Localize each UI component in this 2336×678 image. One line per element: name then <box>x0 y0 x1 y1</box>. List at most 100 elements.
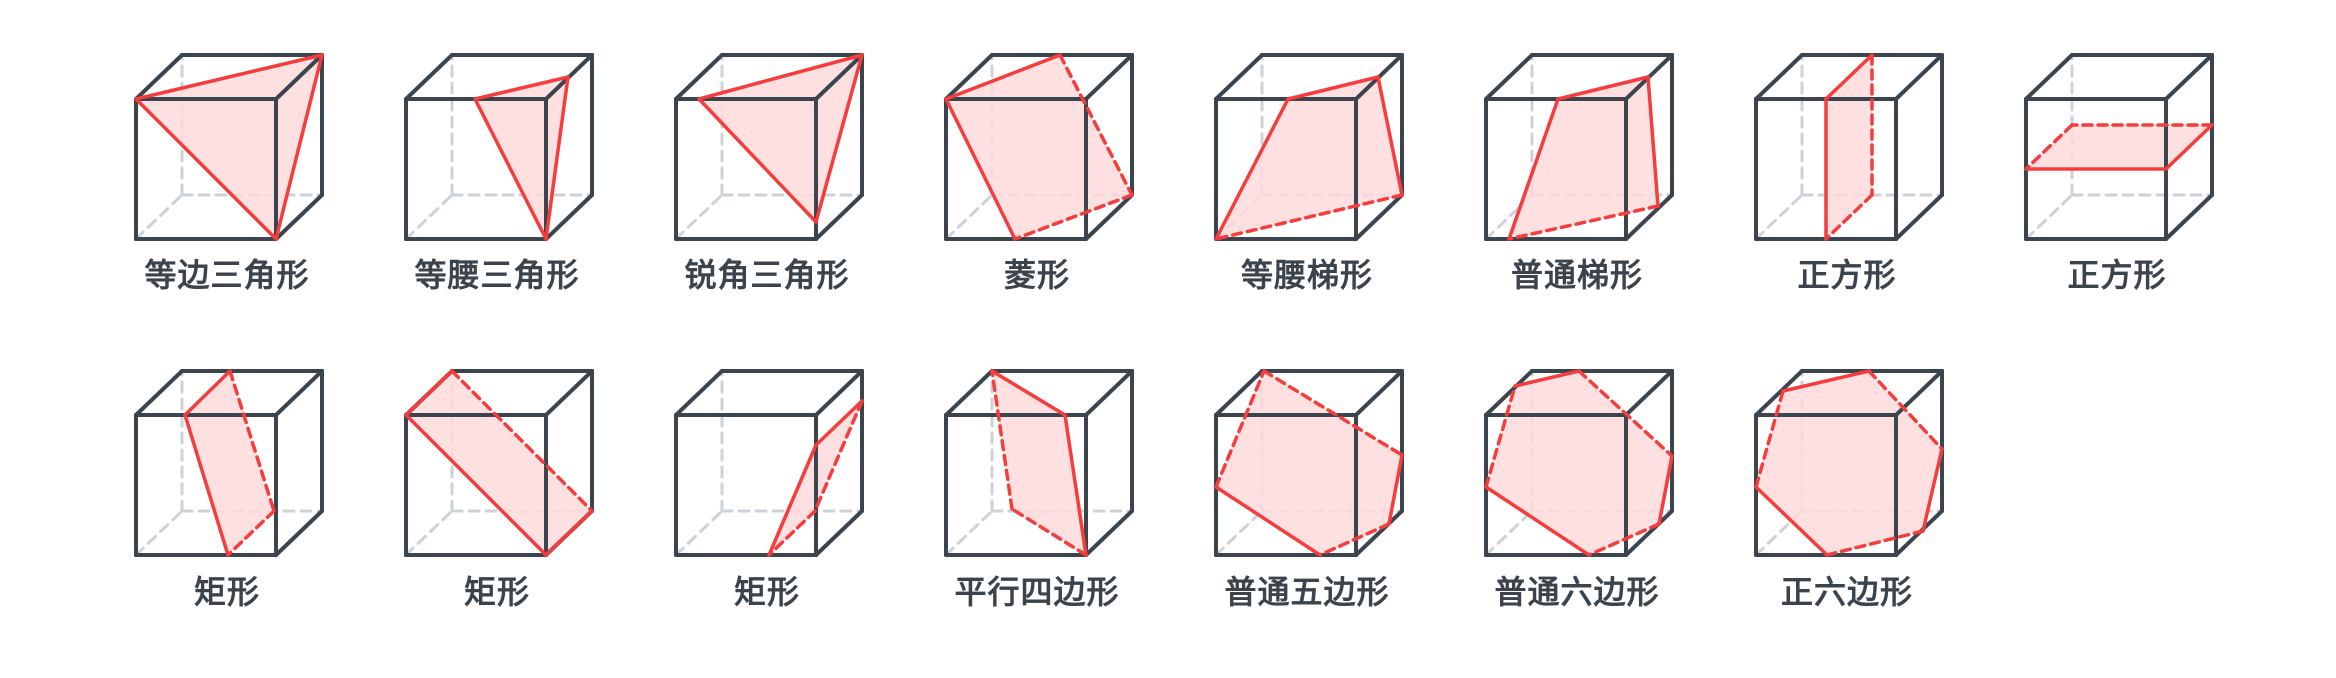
cross-section-shape <box>475 77 568 239</box>
cube-edge <box>1354 369 1404 417</box>
section-edge <box>404 413 548 557</box>
cube-edge <box>134 53 184 101</box>
cube-figure <box>674 369 864 559</box>
cube-figure <box>944 369 1134 559</box>
hidden-edge <box>944 193 994 241</box>
hidden-edge <box>674 193 724 241</box>
cube-icon <box>674 369 864 557</box>
section-edge <box>990 369 1067 417</box>
section-edge <box>1754 485 1829 557</box>
cube-figure <box>1754 53 1944 243</box>
section-hidden-edge <box>990 369 1014 511</box>
shape-label: 矩形 <box>463 573 530 611</box>
cube-edge <box>674 53 724 101</box>
section-hidden-edge <box>1214 193 1404 241</box>
cube-edge <box>404 53 454 101</box>
cube-edge <box>1214 369 1264 417</box>
cube-edge <box>274 53 324 101</box>
cube-icon <box>404 369 594 557</box>
cube-icon <box>1754 53 1944 241</box>
shape-label: 等腰梯形 <box>1240 256 1373 294</box>
shape-label: 平行四边形 <box>954 573 1120 611</box>
shape-label: 等边三角形 <box>144 256 310 294</box>
cube-icon <box>404 53 594 241</box>
section-hidden-edge <box>1058 53 1134 197</box>
section-hidden-edge <box>228 369 276 513</box>
section-hidden-edge <box>1754 389 1785 489</box>
hidden-edge <box>404 193 454 241</box>
section-hidden-edge <box>1318 522 1391 557</box>
cross-section-shape <box>2026 125 2212 169</box>
cube-icon <box>1214 53 1404 241</box>
hidden-edge <box>1214 509 1264 557</box>
cube-edge <box>134 369 184 417</box>
cross-section-shape <box>1826 55 1872 239</box>
section-edge <box>1063 413 1088 557</box>
section-edge <box>544 75 570 241</box>
section-edge <box>404 369 454 417</box>
hidden-edge <box>1484 509 1534 557</box>
cube-edge <box>2024 53 2074 101</box>
cube-edge <box>1354 193 1404 241</box>
section-edge <box>544 509 594 557</box>
shape-label: 矩形 <box>733 573 800 611</box>
section-hidden-edge <box>1825 529 1925 557</box>
cube-edge <box>814 53 864 101</box>
cube-edge <box>1754 369 1804 417</box>
cube-figure <box>404 53 594 243</box>
section-hidden-edge <box>1262 369 1404 457</box>
section-edge <box>1921 447 1944 533</box>
cube-icon <box>674 53 864 241</box>
cube-edge <box>1624 193 1674 241</box>
section-edge <box>944 97 1017 241</box>
cube-icon <box>2024 53 2214 241</box>
shape-label: 菱形 <box>1003 256 1070 294</box>
cube-edge <box>944 369 994 417</box>
cube-edge <box>1484 369 1534 417</box>
cube-icon <box>1484 369 1674 557</box>
cube-icon <box>1214 369 1404 557</box>
section-hidden-edge <box>1507 204 1660 241</box>
section-edge <box>1376 75 1404 197</box>
cube-figure <box>1484 369 1674 559</box>
section-edge <box>1556 75 1650 101</box>
cross-section-shape <box>1509 77 1658 239</box>
cube-figure <box>674 53 864 243</box>
cube-edge <box>544 193 594 241</box>
cube-edge <box>544 369 594 417</box>
shape-label: 普通五边形 <box>1224 573 1390 611</box>
cube-icon <box>944 369 1134 557</box>
section-edge <box>1824 53 1874 101</box>
cube-edge <box>1894 193 1944 241</box>
cube-icon <box>134 369 324 557</box>
cube-edge <box>1354 509 1404 557</box>
cube-edge <box>1214 53 1264 101</box>
section-edge <box>473 75 570 101</box>
section-edge <box>183 413 230 557</box>
section-hidden-edge <box>1484 384 1517 489</box>
section-edge <box>944 53 1062 101</box>
hidden-edge <box>404 509 454 557</box>
shape-label: 锐角三角形 <box>684 256 850 294</box>
cube-edge <box>944 53 994 101</box>
cube-icon <box>944 53 1134 241</box>
section-edge <box>134 53 324 101</box>
section-edge <box>814 399 864 447</box>
section-hidden-edge <box>226 509 276 557</box>
section-hidden-edge <box>450 369 594 513</box>
section-hidden-edge <box>1587 522 1661 557</box>
shape-label: 等腰三角形 <box>414 256 580 294</box>
section-edge <box>1214 485 1322 557</box>
section-edge <box>1484 485 1591 557</box>
cube-figure <box>1214 369 1404 559</box>
hidden-edge <box>674 509 724 557</box>
cross-section-shape <box>699 55 862 222</box>
cube-edge <box>1894 53 1944 101</box>
section-hidden-edge <box>1824 193 1874 241</box>
section-edge <box>1387 453 1404 526</box>
hidden-edge <box>944 509 994 557</box>
shape-label: 矩形 <box>193 573 260 611</box>
section-hidden-edge <box>1577 369 1674 458</box>
section-hidden-edge <box>1010 507 1088 557</box>
section-hidden-edge <box>2024 123 2074 171</box>
